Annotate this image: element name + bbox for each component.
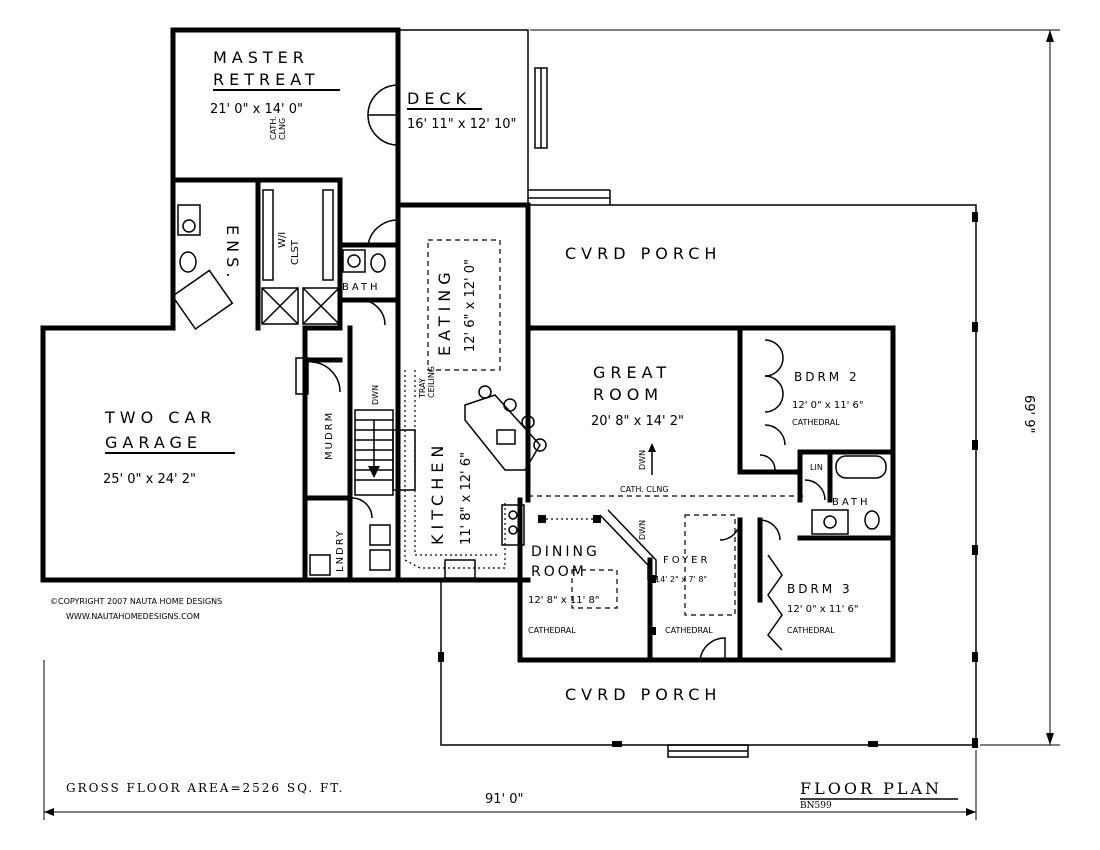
website-text: WWW.NAUTAHOMEDESIGNS.COM <box>66 612 200 621</box>
tray-line2: CEILING <box>427 366 436 398</box>
garage-line1: TWO CAR <box>104 408 217 427</box>
great-room-dims: 20' 8" x 14' 2" <box>591 414 684 429</box>
eating-label: EATING <box>435 267 454 356</box>
dining-dims: 12' 8" x 11' 8" <box>528 595 600 606</box>
foyer-note: CATHEDRAL <box>665 626 713 635</box>
lin-label: LIN <box>810 463 823 472</box>
plan-code: BN599 <box>800 801 832 811</box>
garage-dims: 25' 0" x 24' 2" <box>103 472 196 487</box>
great-dwn-label: DWN <box>638 450 647 470</box>
wicl-line2: CLST <box>290 239 301 265</box>
dimension-lines <box>43 29 1060 820</box>
bath-right-label: BATH <box>832 497 871 508</box>
dining-line1: DINING <box>531 544 600 560</box>
plan-title: FLOOR PLAN <box>800 779 942 798</box>
overall-width: 91' 0" <box>485 792 524 807</box>
copyright-text: ©COPYRIGHT 2007 NAUTA HOME DESIGNS <box>50 597 222 606</box>
deck-dims: 16' 11" x 12' 10" <box>407 117 517 132</box>
bdrm3-dims: 12' 0" x 11' 6" <box>787 604 859 615</box>
eating-dims: 12' 6" x 12' 0" <box>463 259 478 352</box>
master-dims: 21' 0" x 14' 0" <box>210 102 303 117</box>
dining-note: CATHEDRAL <box>528 626 576 635</box>
room-labels: MASTER RETREAT 21' 0" x 14' 0" CATH. CLN… <box>103 48 871 704</box>
lndry-label: LNDRY <box>335 529 346 572</box>
ens-label: ENS. <box>223 225 242 282</box>
porch-top-label: CVRD PORCH <box>565 244 721 263</box>
bdrm3-note: CATHEDRAL <box>787 626 835 635</box>
master-label-line1: MASTER <box>213 48 309 67</box>
dining-dwn-label: DWN <box>638 520 647 540</box>
kitchen-label: KITCHEN <box>428 441 447 545</box>
master-cath-line2: CLNG <box>278 118 287 140</box>
stair-dwn-label: DWN <box>371 385 380 405</box>
gross-area-text: GROSS FLOOR AREA=2526 SQ. FT. <box>66 781 344 795</box>
kitchen-dims: 11' 8" x 12' 6" <box>459 452 474 545</box>
master-cath-line1: CATH. <box>269 116 278 140</box>
cath-clng-label: CATH. CLNG <box>620 485 669 494</box>
deck-label: DECK <box>407 89 471 108</box>
great-room-line1: GREAT <box>593 363 671 382</box>
porch-bottom-label: CVRD PORCH <box>565 685 721 704</box>
bath-top-label: BATH <box>342 282 381 293</box>
bdrm2-note: CATHEDRAL <box>792 418 840 427</box>
wicl-line1: W/I <box>277 232 288 248</box>
porch-outlines <box>398 29 978 758</box>
master-label-line2: RETREAT <box>213 70 320 89</box>
foyer-label: FOYER <box>663 555 710 566</box>
foyer-dims: 14' 2" x 7' 8" <box>655 575 707 584</box>
dining-line2: ROOM <box>531 564 587 580</box>
bdrm2-label: BDRM 2 <box>794 370 860 384</box>
fixtures <box>40 27 896 663</box>
mudrm-label: MUDRM <box>324 411 335 460</box>
garage-line2: GARAGE <box>105 433 202 452</box>
great-room-line2: ROOM <box>593 385 663 404</box>
overall-depth: 69' 9" <box>1021 395 1036 434</box>
bdrm2-dims: 12' 0" x 11' 6" <box>792 400 864 411</box>
tray-line1: TRAY <box>418 378 427 399</box>
bdrm3-label: BDRM 3 <box>787 582 853 596</box>
